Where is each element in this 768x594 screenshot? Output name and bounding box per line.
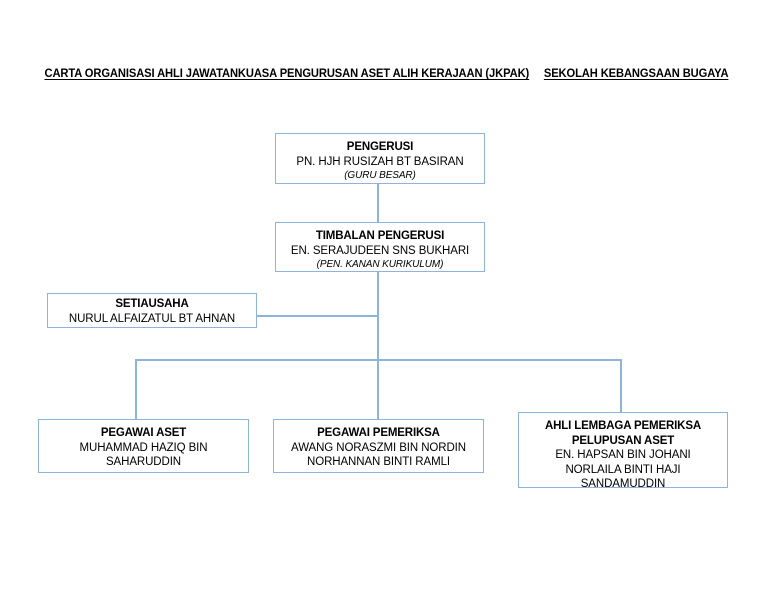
connector-drop-ahli-lembaga [620, 359, 622, 413]
node-pegawai-aset-person-line-1: MUHAMMAD HAZIQ BIN [79, 441, 208, 454]
node-setiausaha-role: SETIAUSAHA [115, 298, 189, 310]
node-pegawai-pemeriksa-person-line-2: NORHANNAN BINTI RAMLI [307, 456, 450, 468]
connector-setiausaha-to-trunk [256, 315, 379, 317]
node-pegawai-pemeriksa-role: PEGAWAI PEMERIKSA [317, 427, 440, 439]
node-setiausaha: SETIAUSAHA NURUL ALFAIZATUL BT AHNAN [47, 293, 257, 328]
node-timbalan-pengerusi-person: EN. SERAJUDEEN SNS BUKHARI [290, 244, 470, 257]
connector-drop-pegawai-pemeriksa [377, 359, 379, 420]
node-pegawai-pemeriksa-person-line-1: AWANG NORASZMI BIN NORDIN [291, 441, 466, 454]
connector-pengerusi-to-timbalan [377, 183, 379, 223]
node-pegawai-aset-role: PEGAWAI ASET [100, 427, 187, 439]
node-ahli-lembaga-pemeriksa-role-line-1: AHLI LEMBAGA PEMERIKSA [545, 420, 701, 432]
chart-title-line-2: SEKOLAH KEBANGSAAN BUGAYA [543, 68, 729, 80]
node-pengerusi-person: PN. HJH RUSIZAH BT BASIRAN [296, 155, 464, 168]
node-pegawai-aset-person-line-2: SAHARUDDIN [105, 456, 182, 468]
node-pengerusi-role: PENGERUSI [346, 141, 414, 153]
node-pengerusi: PENGERUSI PN. HJH RUSIZAH BT BASIRAN (GU… [275, 133, 485, 184]
node-timbalan-pengerusi-note: (PEN. KANAN KURIKULUM) [316, 259, 444, 270]
node-ahli-lembaga-pemeriksa-person-line-3: SANDAMUDDIN [580, 478, 666, 488]
node-timbalan-pengerusi-role: TIMBALAN PENGERUSI [315, 230, 445, 242]
node-pengerusi-note: (GURU BESAR) [344, 170, 416, 181]
node-ahli-lembaga-pemeriksa-person-line-1: EN. HAPSAN BIN JOHANI [555, 449, 691, 461]
node-pegawai-aset: PEGAWAI ASET MUHAMMAD HAZIQ BIN SAHARUDD… [38, 419, 249, 473]
node-setiausaha-person: NURUL ALFAIZATUL BT AHNAN [68, 312, 236, 325]
chart-title: CARTA ORGANISASI AHLI JAWATANKUASA PENGU… [0, 64, 768, 82]
node-pegawai-pemeriksa: PEGAWAI PEMERIKSA AWANG NORASZMI BIN NOR… [273, 419, 484, 473]
connector-drop-pegawai-aset [135, 359, 137, 420]
node-ahli-lembaga-pemeriksa-role-line-2: PELUPUSAN ASET [571, 434, 675, 447]
node-ahli-lembaga-pemeriksa: AHLI LEMBAGA PEMERIKSA PELUPUSAN ASET EN… [518, 412, 728, 488]
node-timbalan-pengerusi: TIMBALAN PENGERUSI EN. SERAJUDEEN SNS BU… [275, 222, 485, 272]
chart-title-line-1: CARTA ORGANISASI AHLI JAWATANKUASA PENGU… [44, 68, 529, 80]
node-ahli-lembaga-pemeriksa-person-line-2: NORLAILA BINTI HAJI [565, 463, 681, 476]
